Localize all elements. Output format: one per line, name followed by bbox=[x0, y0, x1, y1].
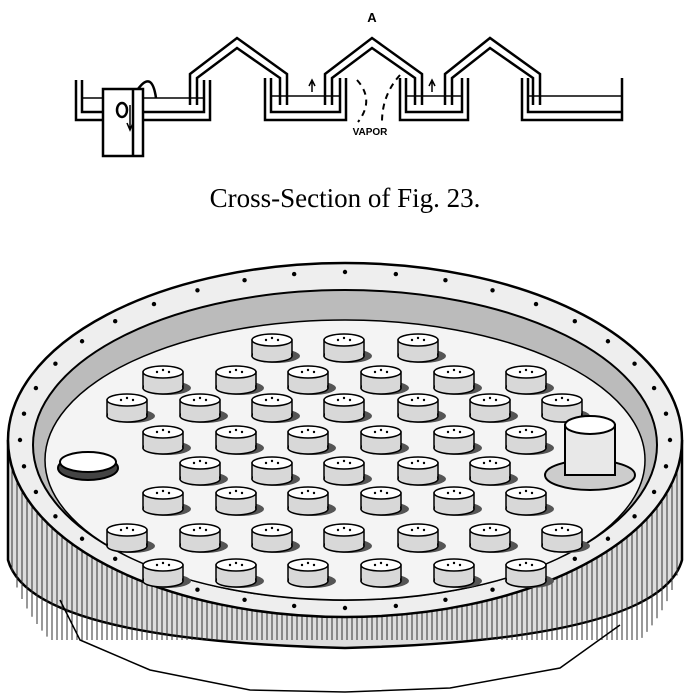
bubble-cap bbox=[215, 486, 264, 516]
bolt-hole bbox=[667, 437, 673, 443]
bubble-cap bbox=[541, 393, 590, 423]
bolt-hole bbox=[443, 278, 448, 283]
bubble-cap bbox=[179, 393, 228, 423]
bolt-hole bbox=[53, 514, 58, 519]
bubble-cap bbox=[541, 523, 590, 553]
bubble-cap bbox=[142, 425, 191, 455]
bubble-cap bbox=[179, 523, 228, 553]
bubble-cap bbox=[188, 36, 289, 105]
bubble-cap-tray bbox=[6, 261, 684, 693]
bubble-cap bbox=[251, 456, 300, 486]
bubble-cap bbox=[505, 486, 554, 516]
bubble-cap bbox=[106, 393, 155, 423]
bolt-hole bbox=[17, 437, 23, 443]
bolt-hole bbox=[151, 301, 157, 307]
bolt-hole bbox=[242, 278, 247, 283]
bolt-hole bbox=[33, 489, 39, 495]
bubble-cap bbox=[251, 333, 300, 363]
bolt-hole bbox=[242, 597, 247, 602]
bolt-hole bbox=[53, 361, 58, 366]
bolt-hole bbox=[393, 271, 399, 277]
label-vapor: VAPOR bbox=[353, 127, 389, 138]
bubble-cap bbox=[360, 486, 409, 516]
bubble-cap bbox=[397, 523, 446, 553]
bubble-cap bbox=[469, 456, 518, 486]
figure-caption: Cross-Section of Fig. 23. bbox=[209, 183, 481, 213]
bubble-cap bbox=[287, 558, 336, 588]
bubble-cap bbox=[215, 365, 264, 395]
bubble-cap bbox=[251, 393, 300, 423]
bubble-cap bbox=[433, 486, 482, 516]
bolt-hole bbox=[663, 411, 669, 416]
bubble-cap bbox=[360, 365, 409, 395]
bubble-cap bbox=[433, 365, 482, 395]
bolt-hole bbox=[490, 587, 495, 592]
bolt-hole bbox=[572, 319, 578, 324]
bubble-cap bbox=[323, 523, 372, 553]
bolt-hole bbox=[195, 288, 200, 293]
bolt-hole bbox=[393, 603, 399, 609]
bolt-hole bbox=[342, 269, 348, 275]
bolt-hole bbox=[632, 514, 637, 519]
bolt-hole bbox=[79, 339, 85, 344]
bubble-cap bbox=[215, 558, 264, 588]
bubble-cap bbox=[360, 425, 409, 455]
bubble-cap bbox=[287, 486, 336, 516]
trough bbox=[520, 78, 624, 122]
bolt-hole bbox=[651, 385, 657, 391]
bubble-cap bbox=[397, 393, 446, 423]
bubble-cap bbox=[505, 558, 554, 588]
bubble-cap bbox=[179, 456, 228, 486]
cross-section-diagram bbox=[74, 36, 624, 158]
trough bbox=[263, 78, 348, 122]
bolt-hole bbox=[33, 385, 39, 391]
bubble-cap bbox=[433, 558, 482, 588]
bolt-hole bbox=[605, 536, 611, 541]
bubble-cap bbox=[469, 523, 518, 553]
bubble-cap bbox=[323, 333, 372, 363]
bubble-cap bbox=[142, 558, 191, 588]
bolt-hole bbox=[112, 556, 118, 561]
bubble-cap bbox=[360, 558, 409, 588]
bubble-cap bbox=[287, 425, 336, 455]
bolt-hole bbox=[79, 536, 85, 541]
bolt-hole bbox=[605, 339, 611, 344]
bubble-cap bbox=[469, 393, 518, 423]
vapor-path bbox=[381, 74, 401, 123]
bolt-hole bbox=[291, 603, 297, 609]
bubble-cap bbox=[215, 425, 264, 455]
bubble-cap bbox=[323, 36, 424, 105]
bolt-hole bbox=[21, 411, 27, 416]
bubble-cap bbox=[433, 425, 482, 455]
bolt-hole bbox=[112, 319, 118, 324]
bubble-cap bbox=[323, 393, 372, 423]
bubble-cap bbox=[505, 365, 554, 395]
bolt-hole bbox=[572, 556, 578, 561]
bolt-hole bbox=[342, 605, 348, 611]
trough bbox=[398, 78, 470, 122]
bubble-cap bbox=[505, 425, 554, 455]
bubble-cap bbox=[323, 456, 372, 486]
bolt-hole bbox=[21, 464, 27, 469]
bubble-cap bbox=[142, 486, 191, 516]
label-a: A bbox=[367, 10, 377, 25]
bubble-cap bbox=[142, 365, 191, 395]
bolt-hole bbox=[632, 361, 637, 366]
bubble-cap bbox=[443, 36, 542, 105]
vapor-path bbox=[356, 79, 368, 123]
bolt-hole bbox=[490, 288, 495, 293]
bubble-cap bbox=[106, 523, 155, 553]
downcomer bbox=[101, 87, 145, 158]
bolt-hole bbox=[291, 271, 297, 277]
bolt-hole bbox=[663, 464, 669, 469]
bubble-cap bbox=[251, 523, 300, 553]
bubble-cap bbox=[397, 456, 446, 486]
bolt-hole bbox=[651, 489, 657, 495]
bubble-cap bbox=[287, 365, 336, 395]
bubble-cap bbox=[397, 333, 446, 363]
bolt-hole bbox=[443, 597, 448, 602]
bolt-hole bbox=[533, 301, 539, 307]
bolt-hole bbox=[195, 587, 200, 592]
